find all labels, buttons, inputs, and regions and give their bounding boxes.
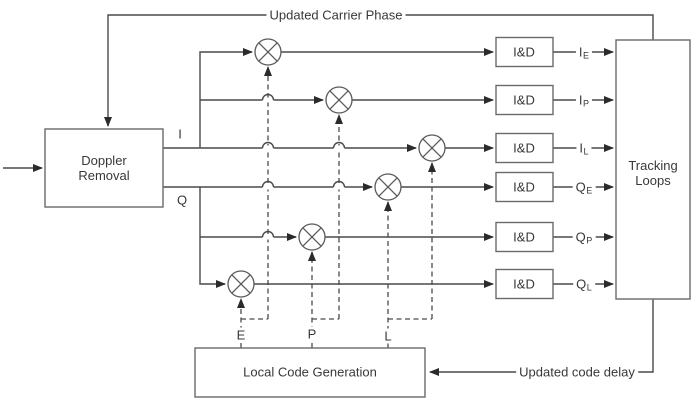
id-box-4 [495, 171, 554, 203]
id-label-2: I&D [513, 92, 535, 108]
carrier-feedback-line [104, 14, 654, 127]
id-box-1 [495, 36, 554, 68]
id-box-5 [495, 221, 554, 253]
id-label-4: I&D [513, 179, 535, 195]
hop-icon [261, 93, 275, 101]
hop-icon [261, 141, 275, 149]
multiplier-icon [325, 86, 353, 114]
output-ql-label: QL [573, 276, 595, 293]
code-p-label: P [304, 326, 320, 342]
multiplier-icon [418, 134, 446, 162]
tracking-loops-box [615, 39, 691, 300]
code-l-label: L [381, 328, 395, 344]
id-label-6: I&D [513, 276, 535, 292]
line-hops [261, 93, 346, 240]
output-il-label: IL [576, 140, 592, 157]
id-box-3 [495, 132, 554, 164]
id-label-5: I&D [513, 229, 535, 245]
hop-icon [332, 141, 346, 149]
id-box-2 [495, 84, 554, 116]
local-code-generation-label: Local Code Generation [243, 364, 377, 380]
output-ie-label: IE [575, 44, 593, 61]
q-vertical-row6-line [199, 187, 226, 288]
multiplier-icon [254, 38, 282, 66]
multiplier-icon [298, 223, 326, 251]
output-qe-label: QE [572, 179, 596, 196]
updated-code-delay-label: Updated code delay [516, 364, 638, 380]
local-code-generation-box [194, 347, 426, 398]
i-vertical-row1-line [199, 48, 253, 148]
block-boxes [44, 36, 691, 398]
output-qp-label: QP [572, 229, 596, 246]
doppler-removal-box [44, 128, 164, 208]
hop-icon [332, 180, 346, 188]
multiplier-icon [374, 173, 402, 201]
code-delay-feedback-line [429, 299, 654, 376]
tracking-loops-label: Tracking Loops [628, 158, 678, 188]
output-ip-label: IP [575, 92, 593, 109]
doppler-removal-label: Doppler Removal [78, 153, 130, 183]
hop-icon [261, 180, 275, 188]
multiplier-icon [227, 270, 255, 298]
multipliers [227, 38, 446, 298]
hop-icon [261, 230, 275, 238]
updated-carrier-phase-label: Updated Carrier Phase [266, 7, 406, 23]
id-label-3: I&D [513, 140, 535, 156]
code-e-label: E [233, 327, 249, 343]
q-branch-label: Q [176, 192, 188, 208]
i-branch-label: I [178, 126, 182, 142]
id-box-6 [495, 268, 554, 300]
id-label-1: I&D [513, 44, 535, 60]
